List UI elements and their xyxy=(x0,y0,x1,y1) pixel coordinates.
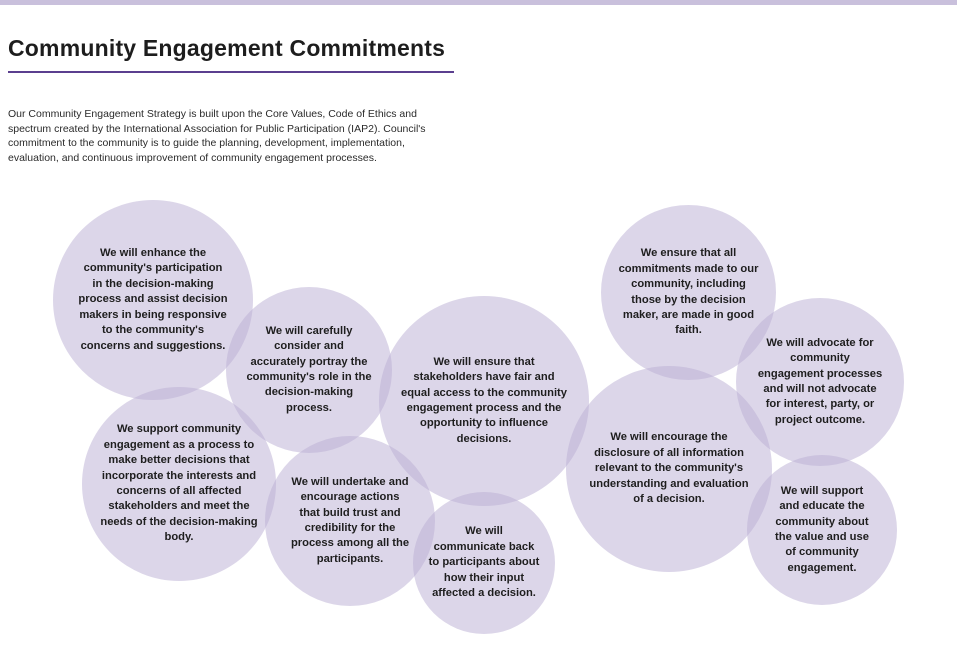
commitment-text: We will carefully consider and accuratel… xyxy=(246,324,372,414)
commitment-circle-communicate-back: We will communicate back to participants… xyxy=(413,492,555,634)
commitment-circle-educate: We will support and educate the communit… xyxy=(747,455,897,605)
intro-paragraph: Our Community Engagement Strategy is bui… xyxy=(8,108,426,165)
commitment-text: We will advocate for community engagemen… xyxy=(757,336,883,426)
commitment-circle-better-decisions: We support community engagement as a pro… xyxy=(82,387,276,581)
commitment-circle-disclosure: We will encourage the disclosure of all … xyxy=(566,366,772,572)
commitment-text: We ensure that all commitments made to o… xyxy=(618,247,759,337)
commitment-text: We will undertake and encourage actions … xyxy=(290,475,410,565)
page-title: Community Engagement Commitments xyxy=(8,35,446,61)
commitment-text: We will support and educate the communit… xyxy=(775,484,869,574)
commitment-text: We will ensure that stakeholders have fa… xyxy=(401,355,567,445)
commitment-text: We will enhance the community's particip… xyxy=(78,247,228,352)
commitment-text: We support community engagement as a pro… xyxy=(100,423,258,544)
commitment-circle-trust: We will undertake and encourage actions … xyxy=(265,436,435,606)
title-underline xyxy=(8,71,454,73)
commitment-text: We will communicate back to participants… xyxy=(428,525,540,600)
commitment-text: We will encourage the disclosure of all … xyxy=(589,431,749,506)
commitment-circle-participation: We will enhance the community's particip… xyxy=(53,200,253,400)
top-banner-bar xyxy=(0,0,957,5)
